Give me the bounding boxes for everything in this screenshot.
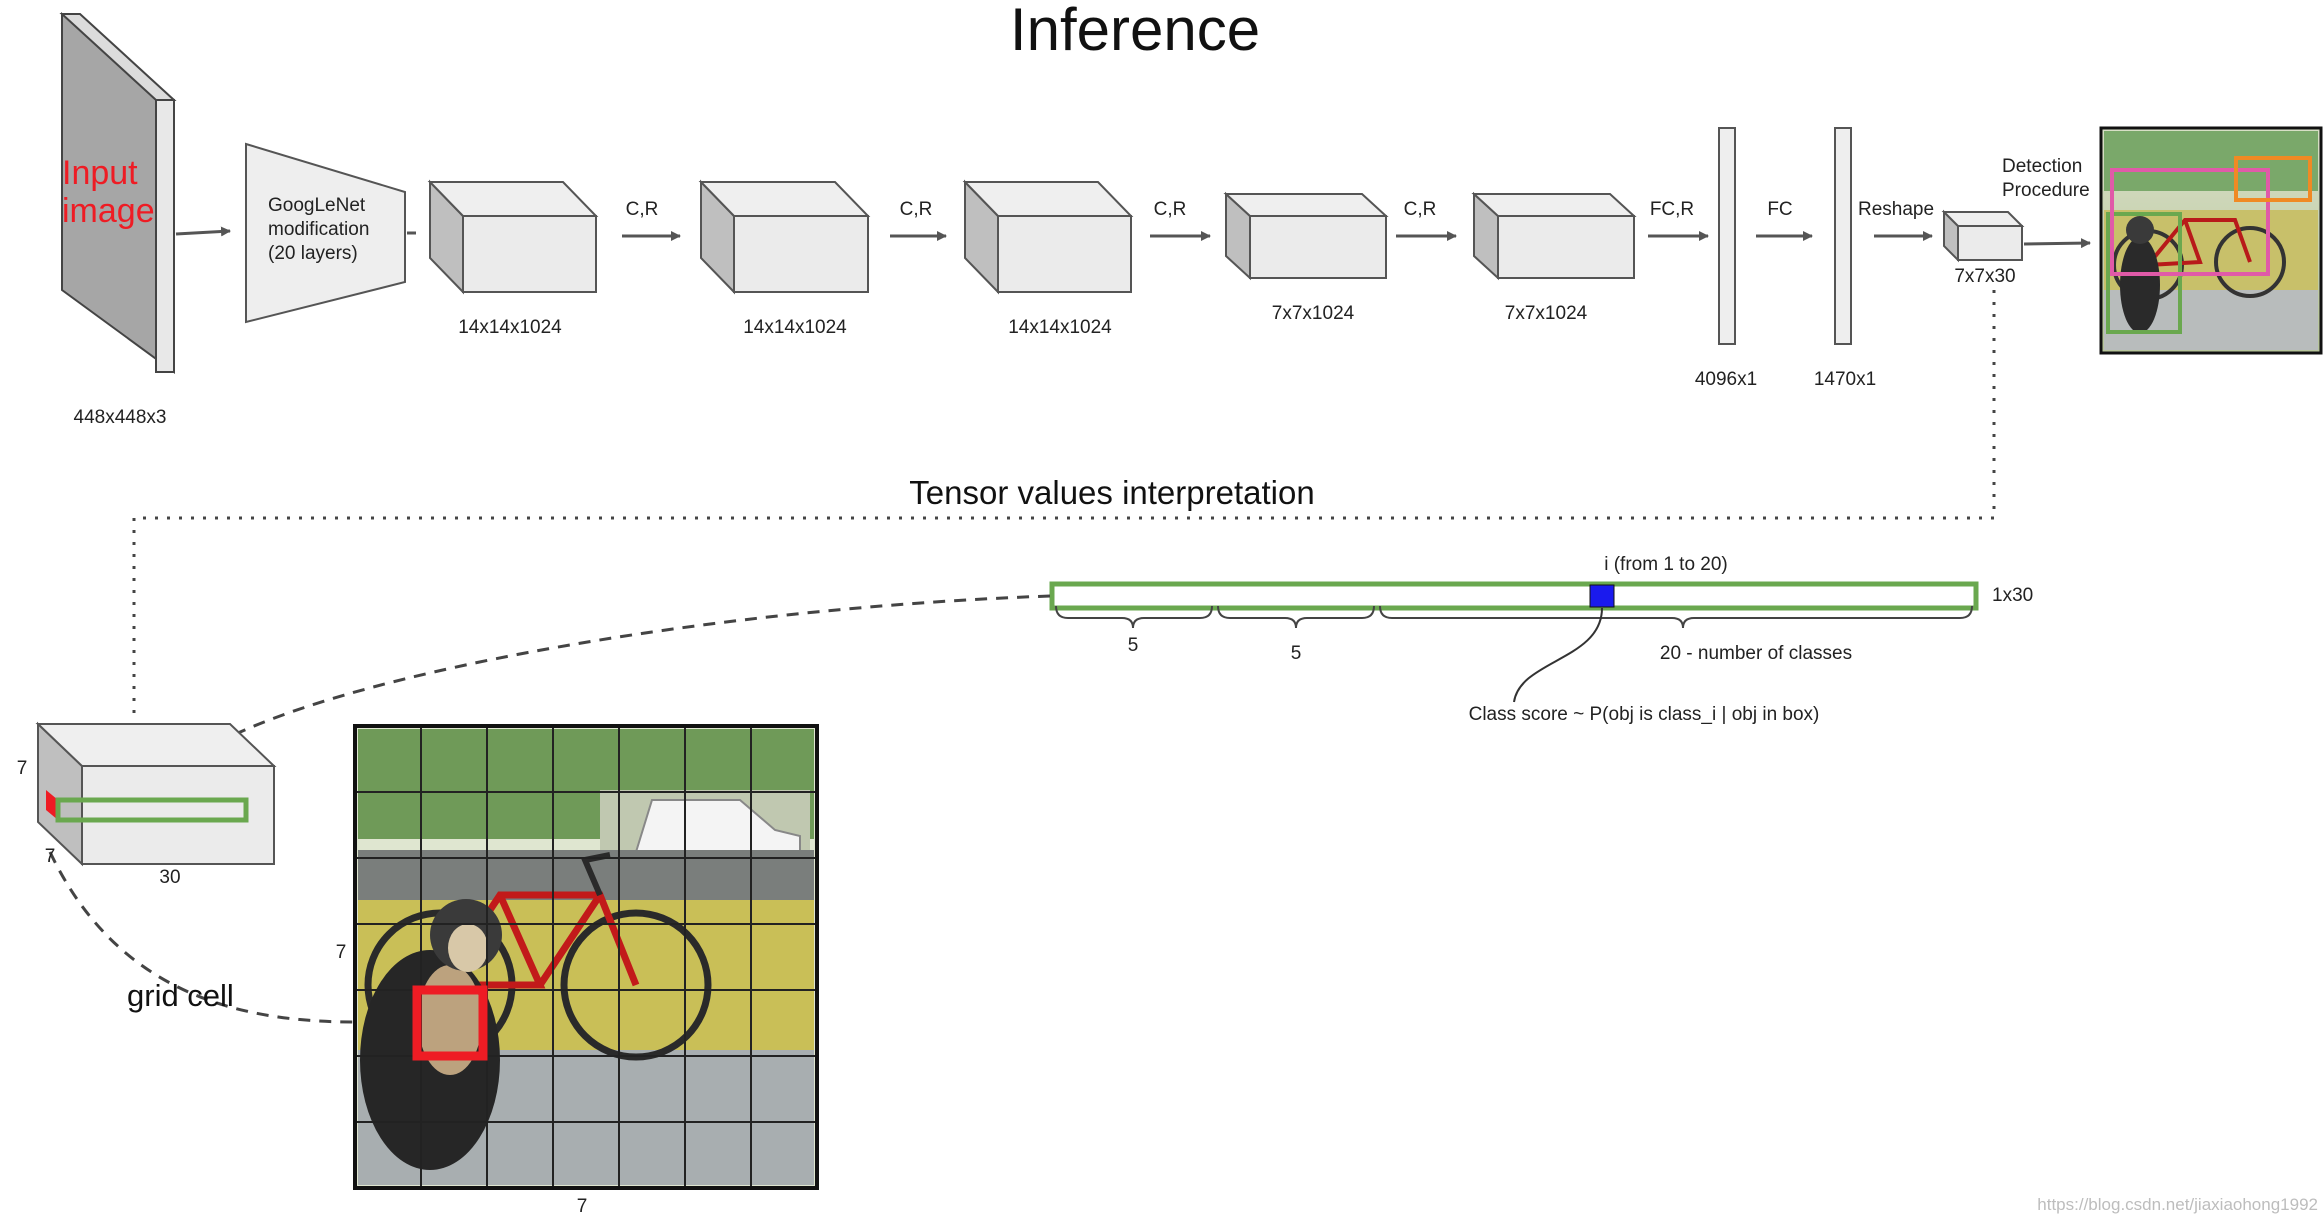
block-5-dims: 7x7x1024 [1505, 303, 1588, 324]
selected-grid-cell [412, 985, 488, 1061]
bicycle-handlebar [580, 852, 611, 897]
output-dims: 7x7x30 [1954, 266, 2015, 287]
arrow-3-label: C,R [1154, 199, 1187, 220]
input-image-slab: Input image [59, 11, 177, 374]
block-4-dims: 7x7x1024 [1272, 303, 1355, 324]
photo-side-label: 7 [336, 942, 347, 963]
googlenet-line3: (20 layers) [268, 243, 358, 264]
output-tensor-box [1941, 209, 2025, 263]
class-score-leader [1513, 607, 1603, 703]
car-detection-box [2234, 156, 2312, 202]
brace-box1 [1055, 605, 1213, 629]
block-1-dims: 14x14x1024 [458, 317, 562, 338]
fc-layer-1470 [1834, 127, 1852, 345]
conv-block-3 [962, 179, 1134, 295]
googlenet-line2: modification [268, 219, 369, 240]
detection-line1: Detection [2002, 156, 2082, 177]
fc1-dims: 4096x1 [1695, 369, 1757, 390]
conv-block-4 [1223, 191, 1389, 281]
googlenet-line1: GoogLeNet [268, 195, 366, 216]
interp-title: Tensor values interpretation [909, 474, 1314, 511]
arrow-2-label: C,R [900, 199, 933, 220]
grid-cell-label: grid cell [127, 978, 234, 1013]
conv-block-2 [698, 179, 871, 295]
brace-box2 [1217, 605, 1375, 629]
cube-width-label: 30 [159, 867, 180, 888]
class-score-label: Class score ~ P(obj is class_i | obj in … [1469, 704, 1820, 725]
tensor-vector-1x30 [1049, 581, 1979, 611]
arrow-output-to-detection [2023, 238, 2091, 249]
block-3-dims: 14x14x1024 [1008, 317, 1112, 338]
input-label-line2: image [62, 192, 155, 230]
output-tensor-cube [35, 721, 277, 867]
arrow-7-label: Reshape [1858, 199, 1934, 220]
arrow-input-to-googlenet [175, 226, 231, 237]
dog-face [448, 924, 488, 972]
arrow-6-label: FC [1767, 199, 1792, 220]
fc-layer-4096 [1718, 127, 1736, 345]
arrow-5-label: FC,R [1650, 199, 1694, 220]
cell-depth-vector [55, 797, 249, 823]
arrow-4-label: C,R [1404, 199, 1437, 220]
arrow-1-label: C,R [626, 199, 659, 220]
conv-block-5 [1471, 191, 1637, 281]
watermark: https://blog.csdn.net/jiaxiaohong1992 [2037, 1195, 2318, 1214]
input-dims: 448x448x3 [74, 407, 167, 428]
detection-line2: Procedure [2002, 180, 2090, 201]
vector-label: 1x30 [1992, 585, 2033, 606]
class-index-cell [1589, 584, 1615, 608]
brace-label-2: 5 [1291, 643, 1302, 664]
brace-label-3: 20 - number of classes [1660, 643, 1852, 664]
page-title: Inference [1010, 0, 1260, 63]
brace-label-1: 5 [1128, 635, 1139, 656]
input-label-line1: Input [62, 154, 138, 192]
grid-lines [357, 728, 815, 1186]
brace-classes [1379, 605, 1973, 629]
fc2-dims: 1470x1 [1814, 369, 1876, 390]
photo-bottom-label: 7 [577, 1196, 588, 1217]
cube-depth-label: 7 [45, 846, 56, 867]
selected-cell-face [46, 790, 58, 820]
detection-result-image [2099, 126, 2323, 355]
conv-block-1 [427, 179, 599, 295]
cube-height-label: 7 [17, 758, 28, 779]
dashed-curve-vector-to-cube [154, 594, 1051, 801]
bicycle-detection-box [2110, 168, 2270, 276]
class-index-label: i (from 1 to 20) [1604, 554, 1728, 575]
grid-overlay-image [353, 724, 819, 1190]
googlenet-block: GoogLeNet modification (20 layers) [245, 142, 406, 324]
block-2-dims: 14x14x1024 [743, 317, 847, 338]
